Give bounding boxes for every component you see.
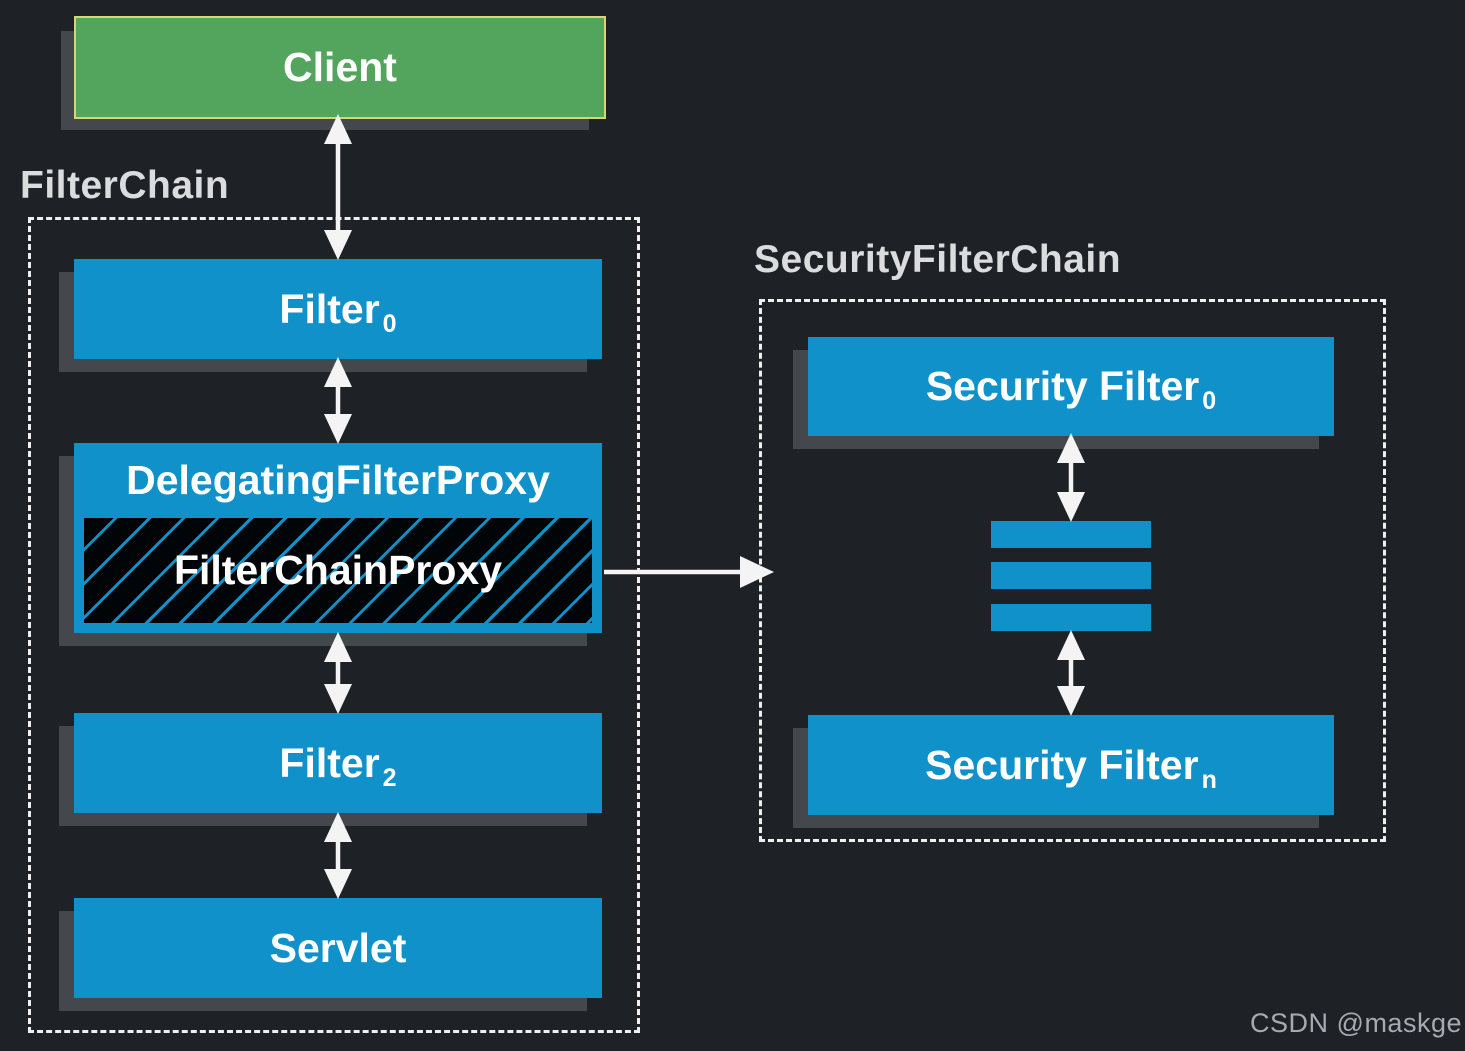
double-arrow-delegating-filter2-icon bbox=[324, 632, 352, 714]
watermark: CSDN @maskge bbox=[1250, 1008, 1462, 1038]
node-filter2-label: Filter bbox=[279, 739, 380, 786]
filterchain-group-border bbox=[28, 217, 640, 1033]
node-delegating-filter-proxy: DelegatingFilterProxy FilterChainProxy bbox=[59, 443, 602, 646]
node-security-filter-n-subscript: n bbox=[1201, 765, 1217, 794]
node-filter-chain-proxy-label: FilterChainProxy bbox=[173, 547, 503, 593]
node-filter-chain-proxy: FilterChainProxy bbox=[84, 518, 592, 623]
node-client: Client bbox=[61, 16, 606, 130]
node-security-filter-0-label: Security Filter bbox=[925, 363, 1200, 409]
node-filter0-subscript: 0 bbox=[382, 309, 397, 338]
double-arrow-ellipsis-securityfiltern-icon bbox=[1057, 630, 1085, 716]
node-security-filter-n-label: Security Filter bbox=[925, 741, 1199, 788]
arrow-filterchainproxy-to-securityfilterchain-icon bbox=[604, 556, 774, 588]
node-security-filter-0-subscript: 0 bbox=[1202, 387, 1217, 415]
double-arrow-client-filter0-icon bbox=[324, 114, 352, 260]
double-arrow-filter2-servlet-icon bbox=[324, 812, 352, 899]
ellipsis-bar bbox=[991, 604, 1151, 631]
node-delegating-filter-proxy-label: DelegatingFilterProxy bbox=[126, 457, 550, 503]
node-servlet: Servlet bbox=[59, 898, 602, 1011]
filterchain-group-title: FilterChain bbox=[20, 164, 230, 207]
securityfilterchain-group-title: SecurityFilterChain bbox=[754, 238, 1122, 281]
ellipsis-bar bbox=[991, 521, 1151, 548]
node-client-label: Client bbox=[283, 44, 397, 90]
node-filter0-label: Filter bbox=[279, 285, 380, 332]
double-arrow-securityfilter0-ellipsis-icon bbox=[1057, 433, 1085, 522]
ellipsis-bar bbox=[991, 562, 1151, 589]
node-filter2-subscript: 2 bbox=[382, 763, 397, 792]
node-servlet-label: Servlet bbox=[269, 924, 407, 971]
double-arrow-filter0-delegating-icon bbox=[324, 357, 352, 444]
